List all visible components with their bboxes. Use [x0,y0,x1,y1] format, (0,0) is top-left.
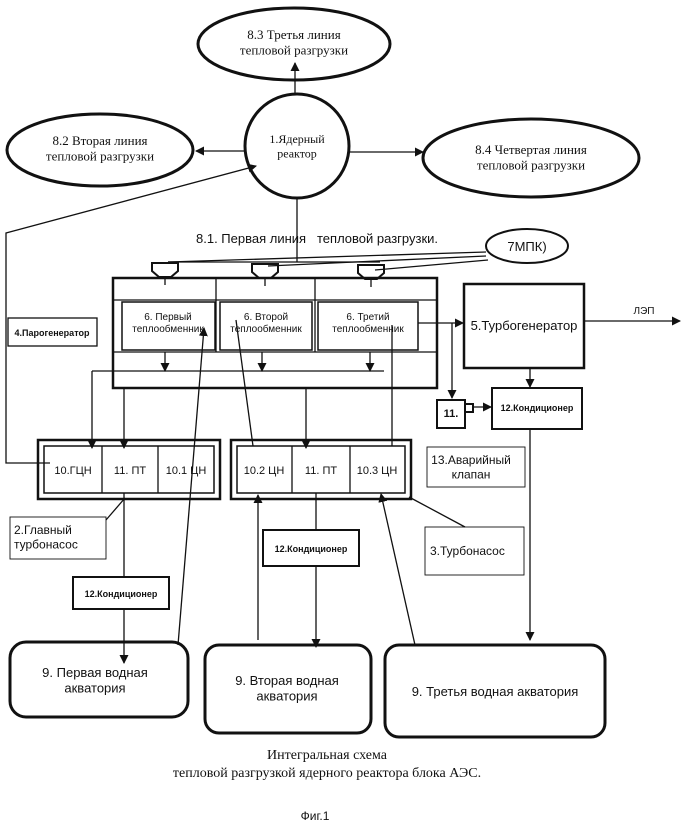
pump-pt-left-label: 11. ПТ [114,465,146,477]
valve-11-label: 11. [444,408,459,420]
valve-11-box [436,399,466,429]
steam-generator-label: 4.Парогенератор [15,328,90,338]
conditioner-top-label: 12.Кондиционер [501,403,574,413]
hx1-box [121,301,216,351]
pump-pt-right-label: 11. ПТ [305,465,337,477]
mpk-line-2 [267,255,487,267]
hx2-to-pump102 [235,319,254,447]
line-8-1-label-a: 8.1. Первая линия [196,231,306,246]
caption-line-1: Интегральная схема [267,748,388,763]
line-8-4-ellipse [421,117,641,199]
return-line-to-reactor [5,163,257,464]
water1-box [8,640,190,719]
pump-gcn-label: 10.ГЦН [54,465,91,477]
main-turbopump-leader [105,497,126,521]
water1-to-hx1 [177,327,208,646]
steam-generator-block [111,276,439,390]
pump-group-right-inner [236,445,406,494]
figure-label: Фиг.1 [301,809,330,823]
pump-group-left-inner [43,445,215,494]
line-8-1-label-b: тепловой разгрузки. [317,231,438,246]
hx3-box [317,301,419,351]
conditioner-left-box [72,576,170,610]
water3-box [383,643,607,739]
conditioner-mid-box [262,529,360,567]
turbopump-leader [408,496,466,528]
mpk-label: 7МПК) [507,239,546,254]
hx2-box [219,301,313,351]
valve-1 [151,262,179,278]
valve-11-mark [465,403,474,413]
pump-103-label: 10.3 ЦН [357,465,398,477]
turbogenerator-box [462,282,586,370]
water3-label: 9. Третья водная акватория [412,684,579,699]
caption-line-2: тепловой разгрузкой ядерного реактора бл… [173,766,481,781]
pump-group-left-outer [36,438,222,501]
turbopump-label: 3.Турбонасос [430,544,505,558]
turbopump-label-box [424,526,525,576]
mpk-line-3 [374,259,489,271]
mpk-line-1 [167,251,487,263]
steam-generator-label-box [7,317,98,347]
conditioner-left-label: 12.Кондиционер [85,589,158,599]
line-8-3-ellipse [196,6,392,82]
emergency-valve-label-box [426,446,526,488]
main-turbopump-label-box [9,516,107,560]
pump-102-label: 10.2 ЦН [244,465,285,477]
conditioner-mid-label: 12.Кондиционер [275,544,348,554]
lep-label: ЛЭП [634,306,655,317]
turbogenerator-label: 5.Турбогенератор [471,318,578,333]
water2-box [203,643,373,735]
conditioner-top-box [491,387,583,430]
mpk-oval [485,228,569,264]
pump-101-label: 10.1 ЦН [166,465,207,477]
pump-group-right-outer [229,438,413,501]
water3-to-pump103 [378,493,416,646]
line-8-2-ellipse [5,112,195,188]
